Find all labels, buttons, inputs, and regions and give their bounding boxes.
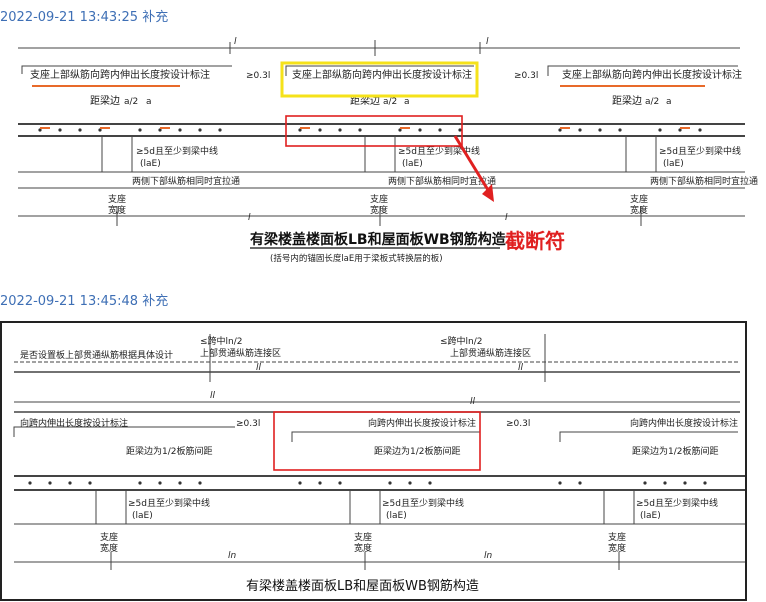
ratio-label-b: ≥0.3l [506,419,530,429]
a-3: a [666,97,672,107]
span-label-1: l [248,213,251,223]
rebar-drawing-2: 是否设置板上部贯通纵筋根据具体设计 ≤跨中ln/2 ≤跨中ln/2 上部贯通纵筋… [0,321,747,601]
anchor-sub-2: (laE) [402,159,423,169]
bottom-label-3: 两侧下部纵筋相同时宜拉通 [650,175,758,187]
support-c1: 支座 [608,531,626,543]
anchor-sub-c: (laE) [640,511,661,521]
support-label-a1: 支座 [108,193,126,205]
top-span-1: l [234,37,237,47]
midspan-label-2: ≤跨中ln/2 [440,335,483,347]
highlight-box-red [285,115,463,147]
ll-label-3: ll [210,391,216,401]
top-label-mid: 支座上部纵筋向跨内伸出长度按设计标注 [292,68,472,81]
post-timestamp-2: 2022-09-21 13:45:48 补充 [0,290,168,309]
span-label-2: l [505,213,508,223]
action-link[interactable]: 补充 [142,10,169,25]
extend-label-1: 向跨内伸出长度按设计标注 [20,417,128,429]
a-1: a [146,97,152,107]
a-2: a [404,97,410,107]
ratio-label-1: ≥0.3l [246,71,270,81]
highlight-box-yellow [280,61,479,98]
timestamp-text: 2022-09-21 13:45:48 [0,294,139,309]
annotation-text: 截断符 [505,229,565,253]
ll-label-4: ll [470,397,476,407]
spacing-label-c: 距梁边为1/2板筋间距 [632,445,719,457]
half-a-3: a/2 [645,97,659,107]
anchor-sub-3: (laE) [663,159,684,169]
half-a-2: a/2 [383,97,397,107]
support-label-b3: 宽度 [630,204,648,216]
anchor-label-c: ≥5d且至少到梁中线 [636,497,718,509]
support-label-b2: 宽度 [370,204,388,216]
support-label-b1: 宽度 [108,204,126,216]
anchor-label-2: ≥5d且至少到梁中线 [398,145,480,157]
span-a: ln [228,551,237,561]
anchor-label-a: ≥5d且至少到梁中线 [128,497,210,509]
support-b1: 支座 [354,531,372,543]
support-b2: 宽度 [354,542,372,554]
spacing-label-1: 距梁边 [90,94,120,107]
bottom-label-1: 两侧下部纵筋相同时宜拉通 [132,175,240,187]
anchor-sub-b: (laE) [386,511,407,521]
top-label-right: 支座上部纵筋向跨内伸出长度按设计标注 [562,68,742,81]
rebar-drawing-1: 支座上部纵筋向跨内伸出长度按设计标注 支座上部纵筋向跨内伸出长度按设计标注 支座… [18,37,758,264]
ratio-label-a: ≥0.3l [236,419,260,429]
timestamp-text: 2022-09-21 13:43:25 [0,10,139,25]
top-left-label: 是否设置板上部贯通纵筋根据具体设计 [20,349,173,361]
anchor-label-1: ≥5d且至少到梁中线 [136,145,218,157]
lap-zone-2: 上部贯通纵筋连接区 [450,347,531,359]
extend-label-3: 向跨内伸出长度按设计标注 [630,417,738,429]
drawing-title: 有梁楼盖楼面板LB和屋面板WB钢筋构造 [250,231,506,248]
anchor-sub-a: (laE) [132,511,153,521]
bottom-label-2: 两侧下部纵筋相同时宜拉通 [388,175,496,187]
highlight-box-red-2 [273,411,481,471]
anchor-label-b: ≥5d且至少到梁中线 [382,497,464,509]
half-a-1: a/2 [124,97,138,107]
anchor-label-3: ≥5d且至少到梁中线 [659,145,741,157]
post-timestamp-1: 2022-09-21 13:43:25 补充 [0,6,168,25]
span-b: ln [484,551,493,561]
ratio-label-2: ≥0.3l [514,71,538,81]
ll-label-1: ll [256,363,262,373]
annotation-arrow [453,135,490,191]
drawing-title-2: 有梁楼盖楼面板LB和屋面板WB钢筋构造 [246,578,479,594]
ll-label-2: ll [518,363,524,373]
lap-zone-1: 上部贯通纵筋连接区 [200,347,281,359]
anchor-sub-1: (laE) [140,159,161,169]
support-label-a3: 支座 [630,193,648,205]
top-span-2: l [486,37,489,47]
midspan-label-1: ≤跨中ln/2 [200,335,243,347]
support-c2: 宽度 [608,542,626,554]
extend-label-2: 向跨内伸出长度按设计标注 [368,417,476,429]
spacing-label-b: 距梁边为1/2板筋间距 [374,445,461,457]
support-a2: 宽度 [100,542,118,554]
support-label-a2: 支座 [370,193,388,205]
support-a1: 支座 [100,531,118,543]
action-link[interactable]: 补充 [142,294,169,309]
spacing-label-3: 距梁边 [612,94,642,107]
top-label-left: 支座上部纵筋向跨内伸出长度按设计标注 [30,68,210,81]
drawing-subtitle: (括号内的锚固长度laE用于梁板式转换层的板) [270,253,443,264]
spacing-label-a: 距梁边为1/2板筋间距 [126,445,213,457]
